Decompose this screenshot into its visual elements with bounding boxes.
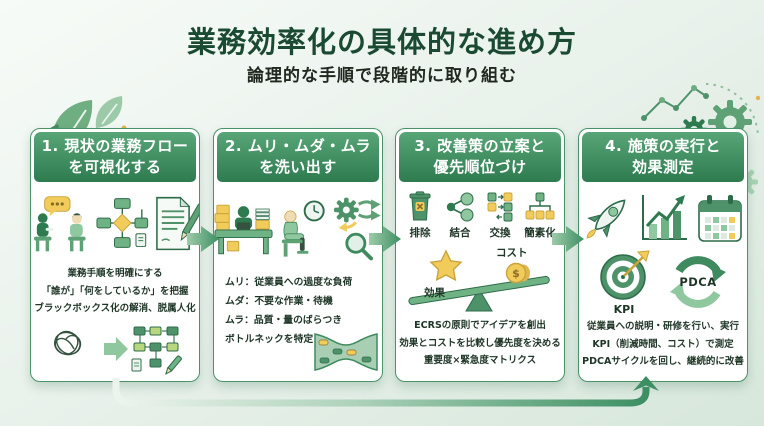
seesaw-cost-label: コスト [496,247,528,259]
step-2-header: 2. ムリ・ムダ・ムラ を洗い出す [217,132,379,182]
trash-eliminate-icon [409,191,431,221]
step-4-header: 4. 施策の実行と 効果測定 [582,132,744,182]
ecrs-label-eliminate: 排除 [409,227,431,239]
kpi-target-icon [600,249,650,300]
rocket-icon [586,199,626,239]
step-4-header-line1: 4. 施策の実行と [605,137,721,155]
step-4-line-2: KPI（削減時間、コスト）で測定 [592,338,734,350]
step-3-description: ECRSの原則でアイデアを創出 効果とコストを比較し優先度を決める 重要度×緊急… [398,317,562,370]
pdca-label: PDCA [679,275,717,289]
ecrs-label-combine: 結合 [449,227,471,239]
traffic-bottleneck-icon [314,333,378,371]
step-4-header-line2: 効果測定 [631,158,694,176]
simplify-tree-icon [525,192,555,220]
step-1-description: 業務手順を明確にする 「誰が」「何をしているか」を把握 ブラックボックス化の解消… [33,265,197,318]
pdca-block: PDCA [667,251,729,313]
cycle-feedback-arrow-icon [112,376,659,407]
step-2-header-line2: を洗い出す [259,158,337,176]
step-4-line-1: 従業員への説明・研修を行い、実行 [586,321,739,332]
step-2-line-3: ムラ：品質・量のばらつき [225,315,343,326]
step-1-line-3: ブラックボックス化の解消、脱属人化 [34,303,196,314]
kpi-label: KPI [613,302,635,316]
step-3-header: 3. 改善策の立案と 優先順位づけ [399,132,561,182]
page-subtitle: 論理的な手順で段階的に取り組む [247,66,517,86]
ecrs-item-eliminate: 排除 [403,191,437,240]
ecrs-item-simplify: 簡素化 [523,191,557,240]
step-card-3: 3. 改善策の立案と 優先順位づけ 排除 [395,128,565,382]
ecrs-icon-row: 排除 結合 [396,191,564,240]
step-3-line-1: ECRSの原則でアイデアを創出 [414,320,546,331]
calendar-icon [698,195,742,242]
growth-chart-icon [642,195,687,240]
step-4-line-3: PDCAサイクルを回し、継続的に改善 [582,356,744,367]
step-1-line-1: 業務手順を明確にする [67,268,163,279]
scribble-to-flow-icon [54,326,182,375]
gear-variation-icon [333,197,381,261]
flowchart-icon [95,198,148,248]
step-1-header-line1: 1. 現状の業務フロー [41,137,189,155]
step-1-line-2: 「誰が」「何をしているか」を把握 [41,285,189,297]
step-2-line-4: ボトルネックを特定 [225,334,314,345]
arrow-step2-to-step3-icon [369,226,401,252]
step-3-line-2: 効果とコストを比較し優先度を決める [399,337,561,349]
step-1-icon-row [31,187,199,261]
seesaw-icon: $ [408,249,550,312]
effect-cost-seesaw: $ 効果 コスト [404,247,554,315]
step-4-icon-row [579,191,747,247]
step-4-description: 従業員への説明・研修を行い、実行 KPI（削減時間、コスト）で測定 PDCAサイ… [581,318,745,371]
step-card-1: 1. 現状の業務フロー を可視化する [30,128,200,382]
interview-icon [33,196,86,252]
step-2-description: ムリ：従業員への過度な負荷 ムダ：不要な作業・待機 ムラ：品質・量のばらつき ボ… [225,273,378,349]
step-card-4: 4. 施策の実行と 効果測定 [578,128,748,382]
step-1-header: 1. 現状の業務フロー を可視化する [34,132,196,182]
arrow-step1-to-step2-icon [187,226,219,252]
magnifier-icon [344,232,373,261]
svg-text:$: $ [512,267,520,280]
step-2-line-1: ムリ：従業員への過度な負荷 [225,277,353,288]
ecrs-label-simplify: 簡素化 [524,227,556,239]
seesaw-effect-label: 効果 [424,287,445,299]
step-3-header-line1: 3. 改善策の立案と [414,137,546,155]
ecrs-item-exchange: 交換 [483,191,517,240]
arrow-step3-to-step4-icon [552,226,584,252]
step-3-header-line2: 優先順位づけ [433,158,527,176]
step-1-header-line2: を可視化する [68,158,162,176]
kpi-block: KPI [597,249,651,316]
overload-desk-icon [214,204,273,255]
waiting-person-clock-icon [281,200,325,257]
step-card-2: 2. ムリ・ムダ・ムラ を洗い出す [213,128,383,382]
step-3-line-3: 重要度×緊急度マトリクス [423,355,537,366]
ecrs-label-exchange: 交換 [489,227,511,239]
step-4-measure-row: KPI PDCA [579,249,747,316]
ecrs-item-combine: 結合 [443,191,477,240]
combine-nodes-icon [446,192,474,222]
step-2-header-line1: 2. ムリ・ムダ・ムラ [224,137,372,155]
document-pen-icon [156,196,199,251]
step-2-icon-row [214,189,382,269]
step-2-line-2: ムダ：不要な作業・待機 [225,296,333,307]
exchange-squares-icon [487,192,513,222]
pdca-cycle-icon [670,256,726,308]
page-title: 業務効率化の具体的な進め方 [186,25,577,59]
